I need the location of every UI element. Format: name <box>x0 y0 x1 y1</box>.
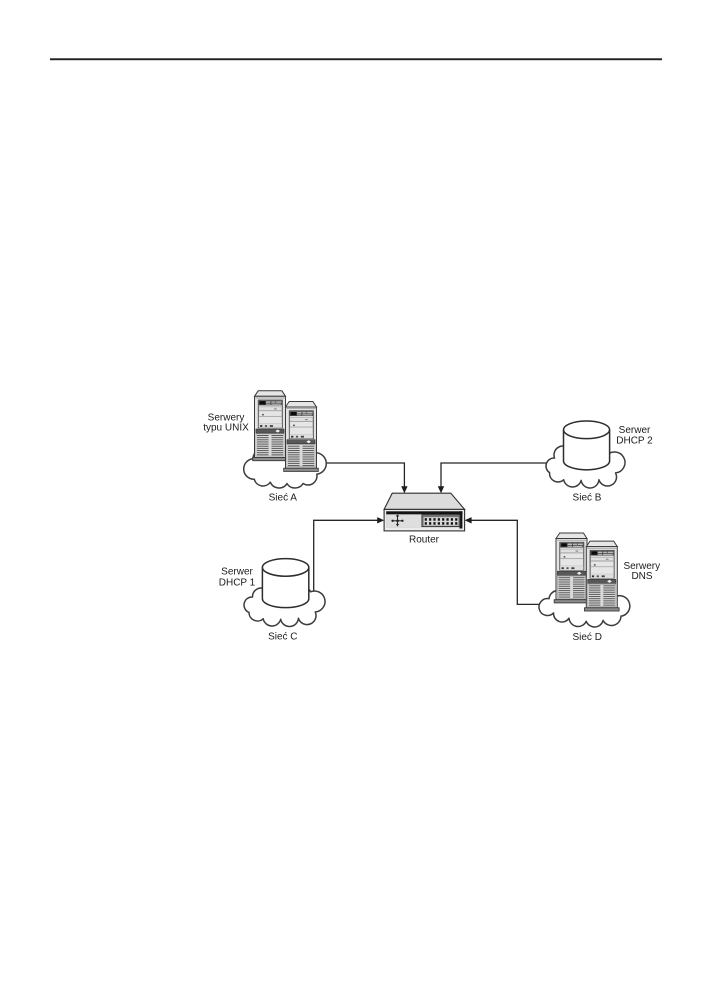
svg-text:Sieć C: Sieć C <box>268 632 297 643</box>
svg-text:Serwer: Serwer <box>619 425 651 436</box>
svg-text:DHCP 2: DHCP 2 <box>616 435 653 446</box>
svg-text:Sieć B: Sieć B <box>573 493 602 504</box>
svg-text:Sieć D: Sieć D <box>572 632 601 643</box>
svg-text:Sieć A: Sieć A <box>269 493 298 504</box>
svg-text:DHCP 1: DHCP 1 <box>219 577 256 588</box>
svg-text:Serwery: Serwery <box>623 561 660 572</box>
svg-text:Serwery: Serwery <box>208 413 245 424</box>
svg-text:DNS: DNS <box>631 571 652 582</box>
svg-text:Serwer: Serwer <box>221 567 253 578</box>
svg-text:typu UNIX: typu UNIX <box>203 423 249 434</box>
svg-text:Router: Router <box>409 535 440 546</box>
